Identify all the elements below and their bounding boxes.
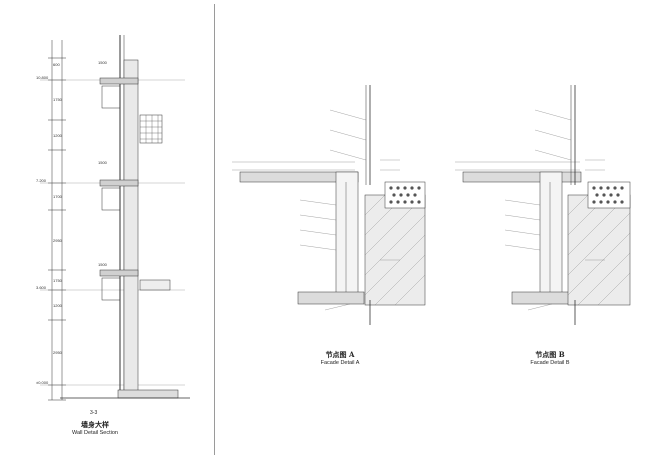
wall-section-title-cn: 墙身大样 <box>81 420 109 429</box>
detail-a-sill <box>297 291 365 305</box>
detail-b-title-cn: 节点图 B <box>535 350 565 359</box>
slab-2 <box>99 179 139 187</box>
dim-label: 1500 <box>98 262 107 267</box>
detail-a-title-en: Facade Detail A <box>320 360 360 366</box>
dim-label: 1750 <box>53 97 62 102</box>
detail-a-title-cn: 节点图 A <box>325 350 355 359</box>
wall-section-caption: 墙身大样 Wall Detail Section <box>60 420 130 437</box>
detail-a-gravel <box>384 181 426 209</box>
level-label: ±0.000 <box>36 380 49 385</box>
dim-label: 600 <box>53 62 60 67</box>
detail-b-structure <box>567 194 631 306</box>
level-label: 3.600 <box>36 285 47 290</box>
detail-b-cantilever <box>462 171 582 183</box>
detail-b-leaders <box>504 109 605 311</box>
detail-b-hatch <box>567 194 631 306</box>
dim-label: 1200 <box>53 303 62 308</box>
window-3 <box>101 277 121 301</box>
level-label: 7.200 <box>36 178 47 183</box>
dim-label: 2950 <box>53 238 62 243</box>
planter-hatch <box>140 115 162 143</box>
wall-section-title-en: Wall Detail Section <box>72 430 118 436</box>
window-2 <box>101 187 121 211</box>
ledge <box>139 279 171 291</box>
detail-a-drawing <box>232 85 426 325</box>
dim-label: 1700 <box>53 194 62 199</box>
detail-b-caption: 节点图 B Facade Detail B <box>510 350 590 367</box>
slab-1 <box>99 77 139 85</box>
level-label: 10.800 <box>36 75 49 80</box>
dim-label: 1500 <box>98 60 107 65</box>
detail-b-gravel <box>587 181 631 209</box>
detail-b-title-en: Facade Detail B <box>530 360 570 366</box>
dim-label: 1750 <box>53 278 62 283</box>
detail-b-drawing <box>455 85 631 325</box>
window-1 <box>101 85 121 109</box>
dim-label: 2950 <box>53 350 62 355</box>
slab-3 <box>99 269 139 277</box>
planter-box <box>139 114 163 144</box>
dim-label: 1500 <box>98 160 107 165</box>
section-mark: 3-3 <box>90 410 98 416</box>
detail-a-caption: 节点图 A Facade Detail A <box>300 350 380 367</box>
detail-a-leaders <box>299 109 400 311</box>
sheet-divider <box>214 4 215 455</box>
detail-a-hatch <box>364 194 426 306</box>
dim-label: 1200 <box>53 133 62 138</box>
